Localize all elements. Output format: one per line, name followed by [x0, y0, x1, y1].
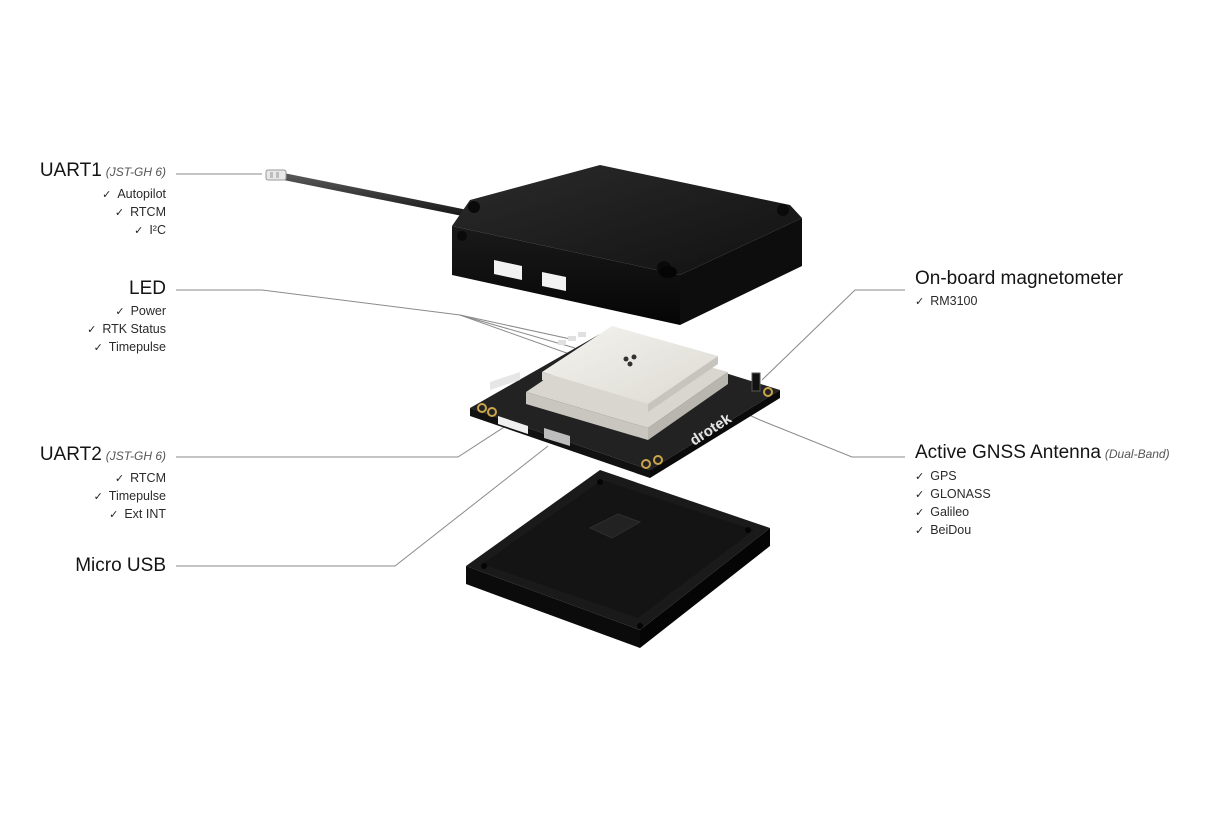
feature-text: Timepulse — [108, 340, 166, 354]
leader-led-2 — [459, 314, 576, 349]
uart1-features: ✓ Autopilot ✓ RTCM ✓ I²C — [40, 186, 166, 240]
list-item: ✓ Timepulse — [87, 339, 166, 357]
checkmark-icon: ✓ — [102, 189, 112, 201]
list-item: ✓ RTCM — [40, 470, 166, 488]
checkmark-icon: ✓ — [115, 306, 125, 318]
feature-text: BeiDou — [930, 523, 972, 537]
list-item: ✓ GPS — [915, 468, 1170, 486]
micro-usb-title: Micro USB — [75, 555, 166, 576]
list-item: ✓ RM3100 — [915, 293, 1123, 311]
gnss-antenna-patch — [526, 326, 728, 440]
feature-text: Power — [130, 304, 166, 318]
uart1-title-text: UART1 — [39, 160, 102, 181]
feature-text: RTCM — [130, 205, 166, 219]
uart2-title-text: UART2 — [39, 444, 102, 465]
checkmark-icon: ✓ — [93, 342, 103, 354]
feature-text: GLONASS — [930, 487, 991, 501]
label-magnetometer: On-board magnetometer ✓ RM3100 — [915, 268, 1123, 311]
checkmark-icon: ✓ — [114, 207, 125, 219]
magnetometer-title: On-board magnetometer — [915, 268, 1124, 289]
label-micro-usb: Micro USB — [75, 555, 166, 577]
list-item: ✓ RTK Status — [87, 321, 166, 339]
checkmark-icon: ✓ — [114, 473, 125, 485]
checkmark-icon: ✓ — [915, 471, 925, 483]
list-item: ✓ BeiDou — [915, 522, 1170, 540]
list-item: ✓ Power — [87, 303, 166, 321]
list-item: ✓ Timepulse — [40, 488, 166, 506]
feature-text: Autopilot — [117, 187, 166, 201]
uart2-title: UART2(JST-GH 6) — [40, 444, 166, 467]
checkmark-icon: ✓ — [915, 525, 925, 537]
antenna-features: ✓ GPS ✓ GLONASS ✓ Galileo ✓ BeiDou — [915, 468, 1170, 540]
checkmark-icon: ✓ — [134, 225, 144, 237]
uart1-cable — [265, 169, 474, 218]
feature-text: RM3100 — [930, 294, 978, 308]
checkmark-icon: ✓ — [93, 491, 103, 503]
list-item: ✓ RTCM — [40, 204, 166, 222]
uart2-subtitle: (JST-GH 6) — [105, 449, 166, 463]
checkmark-icon: ✓ — [915, 489, 925, 501]
led-features: ✓ Power ✓ RTK Status ✓ Timepulse — [87, 303, 166, 357]
feature-text: RTCM — [130, 471, 166, 485]
list-item: ✓ I²C — [40, 222, 166, 240]
feature-text: I²C — [149, 223, 166, 237]
list-item: ✓ Ext INT — [40, 506, 166, 524]
feature-text: Galileo — [930, 505, 970, 519]
checkmark-icon: ✓ — [87, 324, 97, 336]
label-antenna: Active GNSS Antenna(Dual-Band) ✓ GPS ✓ GLO… — [915, 442, 1170, 540]
leader-lines — [176, 173, 905, 567]
magnetometer-features: ✓ RM3100 — [915, 293, 1123, 311]
list-item: ✓ Galileo — [915, 504, 1170, 522]
checkmark-icon: ✓ — [915, 507, 925, 519]
feature-text: RTK Status — [102, 322, 166, 336]
label-uart2: UART2(JST-GH 6) ✓ RTCM ✓ Timepulse ✓ Ext IN… — [40, 444, 166, 524]
antenna-title: Active GNSS Antenna(Dual-Band) — [915, 442, 1170, 465]
leader-uart2 — [176, 419, 516, 458]
checkmark-icon: ✓ — [915, 296, 925, 308]
feature-text: Timepulse — [108, 489, 166, 503]
antenna-subtitle: (Dual-Band) — [1104, 447, 1170, 461]
leader-led — [176, 289, 576, 341]
feature-text: GPS — [930, 469, 957, 483]
bottom-case — [466, 470, 770, 648]
led-title: LED — [129, 278, 166, 299]
list-item: ✓ Autopilot — [40, 186, 166, 204]
uart1-subtitle: (JST-GH 6) — [105, 165, 166, 179]
uart2-features: ✓ RTCM ✓ Timepulse ✓ Ext INT — [40, 470, 166, 524]
antenna-title-text: Active GNSS Antenna — [915, 442, 1101, 463]
list-item: ✓ GLONASS — [915, 486, 1170, 504]
top-case — [452, 165, 802, 325]
leader-led-3 — [459, 314, 576, 357]
label-uart1: UART1(JST-GH 6) ✓ Autopilot ✓ RTCM ✓ I²C — [40, 160, 166, 240]
checkmark-icon: ✓ — [109, 509, 119, 521]
label-led: LED ✓ Power ✓ RTK Status ✓ Timepulse — [87, 278, 166, 357]
leader-usb — [176, 445, 549, 567]
uart1-title: UART1(JST-GH 6) — [40, 160, 166, 183]
feature-text: Ext INT — [124, 507, 166, 521]
leader-magnetometer — [761, 289, 905, 381]
